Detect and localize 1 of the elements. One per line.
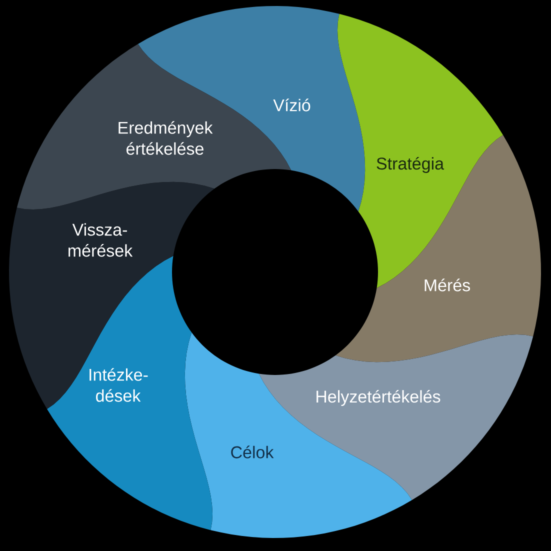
swirl-segment: Intézke- dések (47, 256, 213, 530)
